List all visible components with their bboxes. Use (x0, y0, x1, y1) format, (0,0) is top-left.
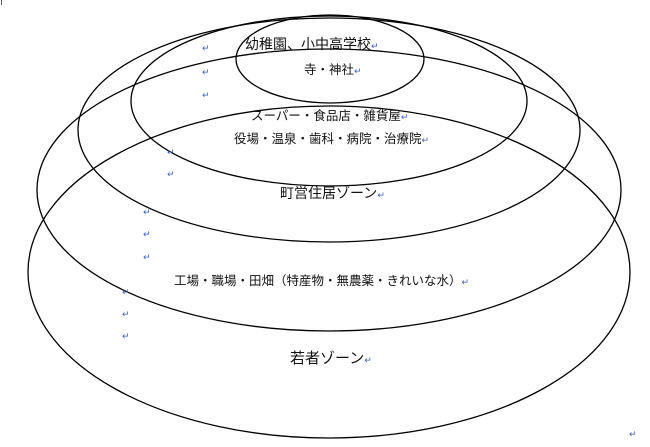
paragraph-mark-icon: ↵ (167, 148, 175, 158)
paragraph-mark-icon: ↵ (143, 253, 151, 263)
outer-zone-label: 若者ゾーン↵ (290, 349, 372, 367)
inner-zone-ellipse (235, 14, 425, 104)
paragraph-mark-icon: ↵ (143, 230, 151, 240)
paragraph-mark-icon: ↵ (377, 191, 385, 201)
second-zone-ellipse (130, 15, 528, 187)
paragraph-mark-icon: ↵ (167, 170, 175, 180)
outer-zone-ellipse (27, 105, 631, 439)
paragraph-mark-icon: ↵ (143, 208, 151, 218)
paragraph-mark-icon: ↵ (122, 288, 130, 298)
paragraph-mark-icon: ↵ (122, 310, 130, 320)
paragraph-mark-icon: ↵ (400, 113, 409, 123)
fourth-zone-ellipse (36, 48, 622, 332)
fourth-zone-label: 工場・職場・田畑（特産物・無農薬・きれいな水）↵ (174, 273, 470, 288)
paragraph-mark-icon: ↵ (371, 42, 379, 52)
second-zone-line-2: 役場・温泉・歯科・病院・治療院↵ (234, 131, 430, 146)
paragraph-mark-icon: ↵ (421, 136, 430, 146)
paragraph-mark-icon: ↵ (364, 356, 372, 366)
second-zone-line-1: スーパー・食品店・雑貨屋↵ (251, 108, 409, 123)
paragraph-mark-icon: ↵ (629, 430, 637, 440)
third-zone-label: 町営住居ゾーン↵ (280, 186, 385, 202)
paragraph-mark-icon: ↵ (122, 332, 130, 342)
paragraph-mark-icon: ↵ (354, 67, 362, 77)
paragraph-mark-icon: ↵ (202, 68, 210, 78)
paragraph-mark-icon: ↵ (202, 44, 210, 54)
paragraph-mark-icon: ↵ (461, 278, 470, 288)
inner-zone-line-2: 寺・神社↵ (304, 62, 362, 77)
text-cursor (1, 0, 2, 5)
paragraph-mark-icon: ↵ (202, 91, 210, 101)
inner-zone-line-1: 幼稚園、小中高学校↵ (245, 37, 379, 53)
third-zone-ellipse (77, 17, 581, 243)
